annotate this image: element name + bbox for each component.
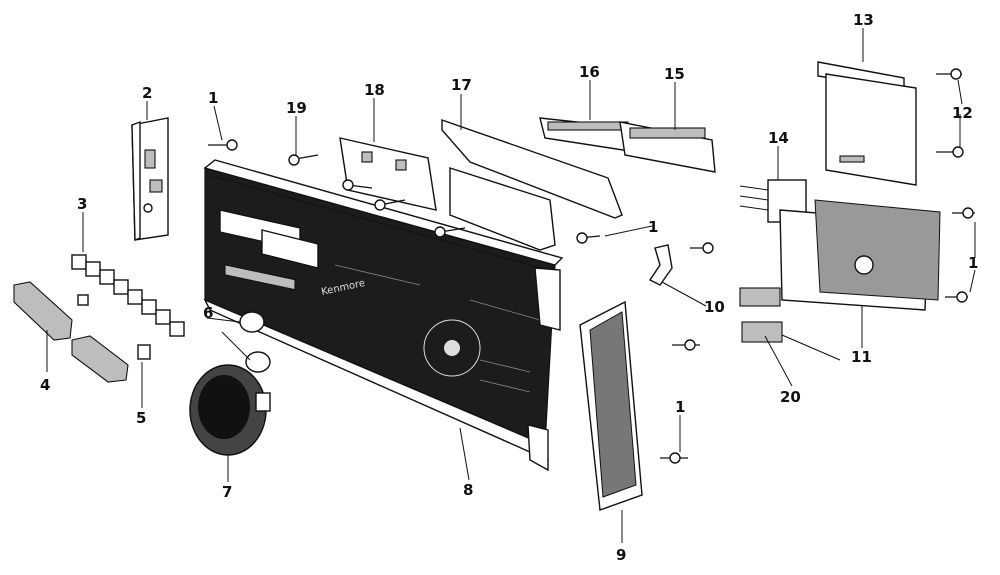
callout-1-bracket: 1 (648, 218, 658, 236)
callout-12: 12 (952, 104, 973, 122)
callout-16: 16 (579, 63, 600, 81)
cover-13-part (817, 61, 917, 186)
callout-17: 17 (451, 76, 472, 94)
callout-8: 8 (463, 481, 473, 499)
callout-19: 19 (286, 99, 307, 117)
callout-1-side-panel: 1 (675, 398, 685, 416)
callout-15: 15 (664, 65, 685, 83)
callout-6: 6 (203, 304, 213, 322)
clip-10-part (648, 244, 673, 286)
left-bracket-part (131, 117, 169, 242)
side-panel-part (579, 300, 643, 511)
callout-10: 10 (704, 298, 725, 316)
bracket-18-part (339, 137, 437, 211)
callout-1: 1 (208, 89, 218, 107)
leader-lines (46, 28, 976, 543)
callout-3: 3 (77, 195, 87, 213)
switch-15-part (619, 121, 716, 173)
callout-13: 13 (853, 11, 874, 29)
screws (208, 68, 975, 464)
callout-18: 18 (364, 81, 385, 99)
timer-11-part (779, 199, 941, 311)
callout-1-timer: 1 (968, 254, 978, 272)
callout-20: 20 (780, 388, 801, 406)
callout-14: 14 (768, 129, 789, 147)
callout-11: 11 (851, 348, 872, 366)
callout-2: 2 (142, 84, 152, 102)
callout-5: 5 (136, 409, 146, 427)
callout-9: 9 (616, 546, 626, 564)
dial-knob-part (189, 364, 271, 456)
switch-20-part (739, 287, 841, 361)
button-strip-part (13, 281, 151, 383)
control-panel-part (203, 159, 564, 472)
push-buttons-part (71, 254, 185, 337)
knob-buttons-part (239, 311, 271, 373)
bracket-17-part (441, 119, 623, 251)
callout-4: 4 (40, 376, 50, 394)
callout-7: 7 (222, 483, 232, 501)
